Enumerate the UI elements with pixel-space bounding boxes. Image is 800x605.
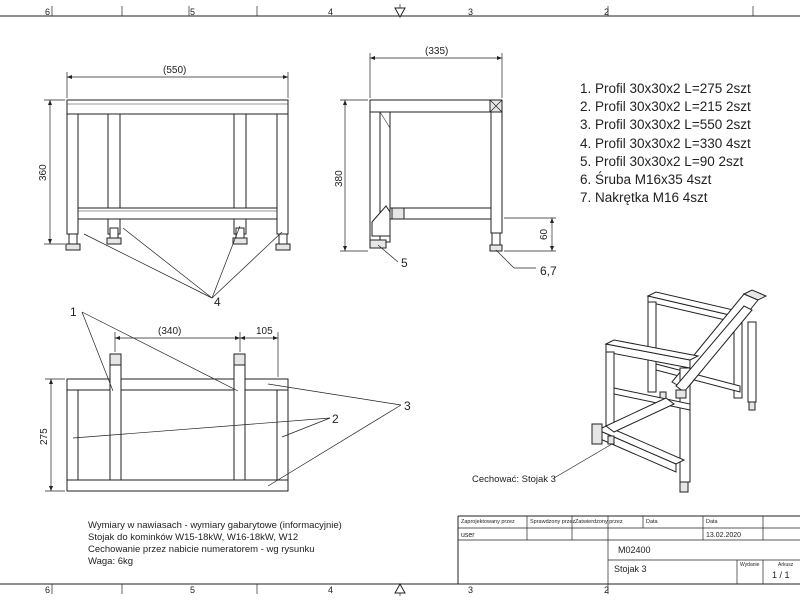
note-line: Cechowanie przez nabicie numeratorem - w… [88,544,315,555]
parts-list-item: 5. Profil 30x30x2 L=90 2szt [580,153,744,169]
approved-by-label: Zatwierdzony przez [575,519,623,525]
zone-label: 4 [328,7,333,17]
dimension-top-depth: 275 [39,428,50,445]
dimension-top-length: (340) [158,326,181,337]
callout-5: 5 [401,256,408,270]
parts-list-item: 1. Profil 30x30x2 L=275 2szt [580,81,751,96]
parts-list-item: 7. Nakrętka M16 4szt [580,190,708,206]
sheet-border [0,4,800,596]
sheet-label: Arkusz [778,562,794,568]
centring-mark-bottom-icon [394,582,406,594]
title-block: Zaprojektowany przez Sprawdzony przez Za… [457,515,800,584]
checked-by-label: Sprawdzony przez [530,519,575,525]
zone-label: 2 [604,585,609,595]
date-value: 13.02.2020 [706,532,741,539]
dimension-front-height: 360 [38,164,49,181]
side-view: (335) 380 60 5 6,7 [334,46,557,278]
zone-labels-bottom: 6 5 4 3 2 [45,585,609,595]
zone-label: 2 [604,7,609,17]
top-frame [66,378,289,492]
crossbar-left [109,364,122,481]
dimension-side-foot: 60 [539,228,550,240]
date-label: Data [646,519,659,525]
marking-note: Cechować: Stojak 3 [472,474,556,485]
dimension-top-offset: 105 [256,326,273,337]
isometric-view: Cechować: Stojak 3 [472,289,768,493]
dimension-side-width: (335) [425,46,448,57]
callout-3: 3 [404,399,411,413]
zone-label: 6 [45,7,50,17]
callout-4: 4 [214,295,221,309]
parts-list-item: 2. Profil 30x30x2 L=215 2szt [580,99,751,115]
edition-label: Wydanie [740,562,760,568]
drawing-notes: Wymiary w nawiasach - wymiary gabarytowe… [88,520,418,568]
crossbar-right [233,364,246,481]
callout-2: 2 [332,412,339,426]
zone-label: 5 [190,585,195,595]
parts-list-item: 3. Profil 30x30x2 L=550 2szt [580,117,751,133]
drawing-number: M02400 [618,545,651,555]
leg-right-outer [276,113,289,235]
centring-mark-top-icon [394,7,406,19]
zone-label: 5 [190,7,195,17]
zone-label: 4 [328,585,333,595]
front-view: (550) 360 [38,65,291,251]
parts-list-item: 6. Śruba M16x35 4szt [580,172,712,188]
callout-6-7: 6,7 [540,264,557,278]
designer-value: user [461,532,475,539]
zone-label: 6 [45,585,50,595]
side-leg-rear [490,111,503,234]
zone-label: 3 [468,585,473,595]
dimension-front-width: (550) [163,65,186,76]
note-line: Stojak do kominków W15-18kW, W16-18kW, W… [88,532,299,543]
dimension-side-height: 380 [334,170,345,187]
parts-list-item: 4. Profil 30x30x2 L=330 4szt [580,135,751,151]
top-view: (340) 105 275 1 2 3 [39,305,411,492]
side-top-rail [369,99,503,113]
callout-1: 1 [70,305,77,319]
top-rail [66,99,289,115]
lower-rail [77,207,278,220]
date-label-2: Data [706,519,719,525]
drawing-title: Stojak 3 [614,564,647,574]
designed-by-label: Zaprojektowany przez [461,519,515,525]
leg-left-outer [66,113,79,235]
sheet-value: 1 / 1 [772,570,790,580]
callout-4-leaders: 4 [83,225,283,309]
zone-labels-top: 6 5 4 3 2 [45,7,609,17]
note-line: Waga: 6kg [88,556,134,567]
zone-label: 3 [468,7,473,17]
note-line: Wymiary w nawiasach - wymiary gabarytowe… [88,520,342,531]
side-lower-rail [389,207,492,220]
parts-list: 1. Profil 30x30x2 L=275 2szt 2. Profil 3… [580,80,790,207]
